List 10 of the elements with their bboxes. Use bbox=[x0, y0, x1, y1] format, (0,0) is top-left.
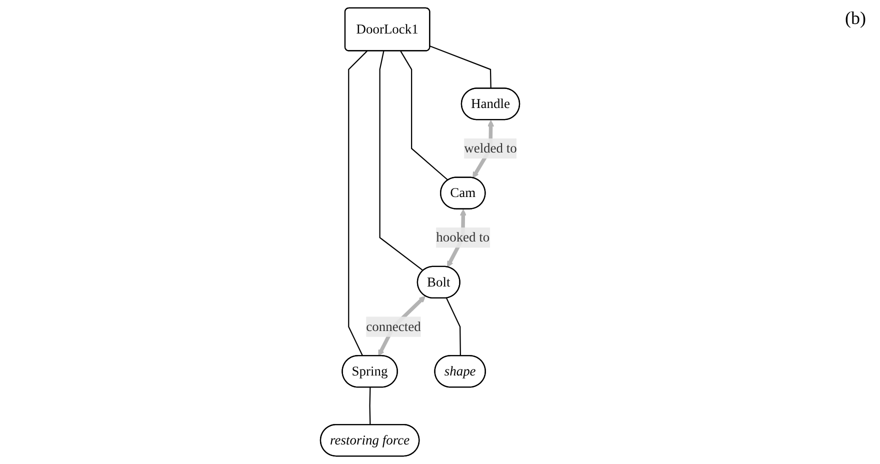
edge-label: connected bbox=[366, 318, 421, 334]
connector bbox=[348, 50, 368, 356]
panel-label: (b) bbox=[845, 8, 866, 29]
connector bbox=[379, 50, 424, 272]
edge-label: welded to bbox=[464, 140, 517, 156]
connector bbox=[400, 50, 448, 181]
connector bbox=[446, 298, 461, 356]
edge-label: hooked to bbox=[436, 230, 490, 245]
connector bbox=[369, 387, 371, 425]
connector bbox=[430, 46, 492, 89]
